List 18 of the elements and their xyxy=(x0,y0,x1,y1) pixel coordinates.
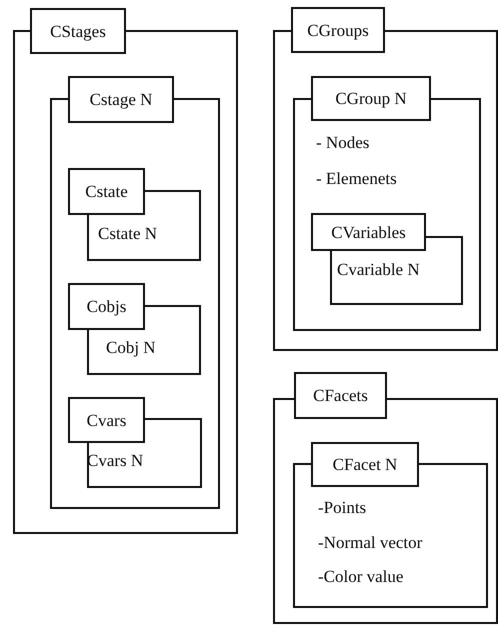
class-name-tab: CFacet N xyxy=(311,442,419,487)
class-instance-label: Cvariable N xyxy=(337,261,420,278)
class-name-tab: CGroup N xyxy=(311,76,431,121)
class-name-tab: CGroups xyxy=(291,7,385,53)
class-instance-label: Cstate N xyxy=(98,225,158,242)
member-item: -Points xyxy=(318,499,366,516)
class-name-tab: Cstate xyxy=(68,168,145,215)
class-instance-label: Cobj N xyxy=(106,339,156,356)
class-name-tab: Cvars xyxy=(68,397,145,443)
class-name-tab: CStages xyxy=(30,8,126,54)
class-name-tab: Cobjs xyxy=(68,283,145,330)
class-name-tab: Cstage N xyxy=(68,76,174,123)
member-item: - Elemenets xyxy=(316,170,397,187)
class-name-tab: CVariables xyxy=(311,213,426,251)
class-name-tab: CFacets xyxy=(294,372,387,419)
member-item: - Nodes xyxy=(316,134,370,151)
member-item: -Normal vector xyxy=(318,534,422,551)
member-item: -Color value xyxy=(318,568,404,585)
